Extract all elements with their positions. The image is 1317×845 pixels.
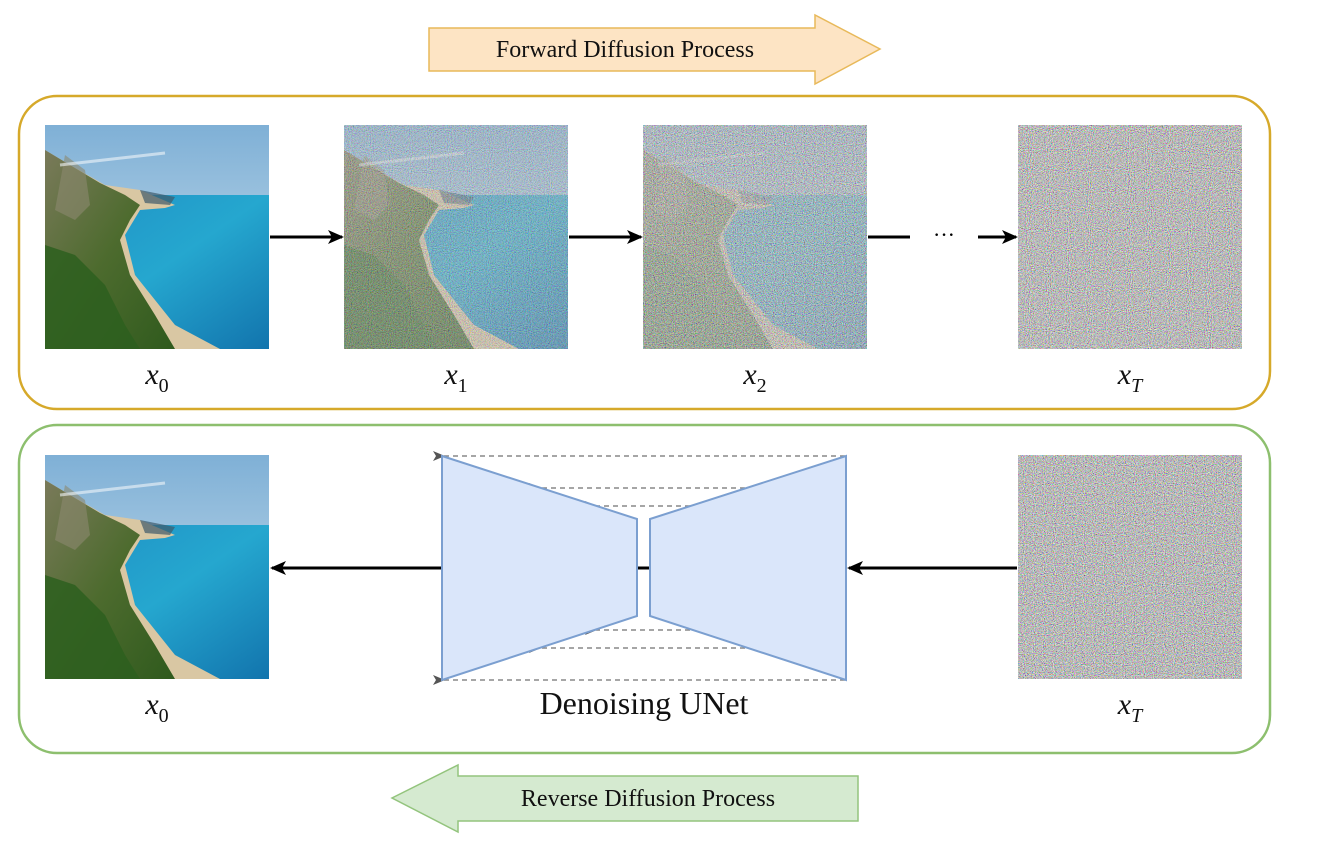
unet-label: Denoising UNet	[540, 685, 749, 721]
unet-encoder	[441, 454, 638, 682]
label-x0: x0	[144, 358, 168, 397]
unet-decoder	[649, 454, 847, 682]
reverse-process-panel	[17, 423, 1272, 755]
forward-image-x0	[45, 125, 269, 349]
reverse-arrow-shape	[390, 763, 859, 834]
forward-process-panel	[17, 94, 1272, 411]
label-x1: x1	[443, 358, 467, 397]
label-xT: xT	[1117, 358, 1144, 397]
skip-connections	[433, 451, 845, 685]
label-reverse-x0: x0	[144, 688, 168, 727]
forward-arrow-shape	[428, 13, 882, 86]
forward-diffusion-label: Forward Diffusion Process	[496, 37, 754, 63]
reverse-input-image-xT	[1018, 455, 1242, 679]
denoising-unet: Denoising UNet	[433, 451, 847, 721]
reverse-output-image-x0	[45, 455, 269, 679]
forward-image-x1	[344, 125, 568, 349]
forward-diffusion-banner: Forward Diffusion Process	[428, 13, 882, 86]
reverse-diffusion-banner: Reverse Diffusion Process	[390, 763, 859, 834]
forward-image-x2	[643, 125, 867, 349]
label-reverse-xT: xT	[1117, 688, 1144, 727]
label-x2: x2	[742, 358, 766, 397]
ellipsis: ···	[933, 222, 955, 247]
forward-image-xT	[1018, 125, 1242, 349]
reverse-diffusion-label: Reverse Diffusion Process	[521, 786, 775, 812]
